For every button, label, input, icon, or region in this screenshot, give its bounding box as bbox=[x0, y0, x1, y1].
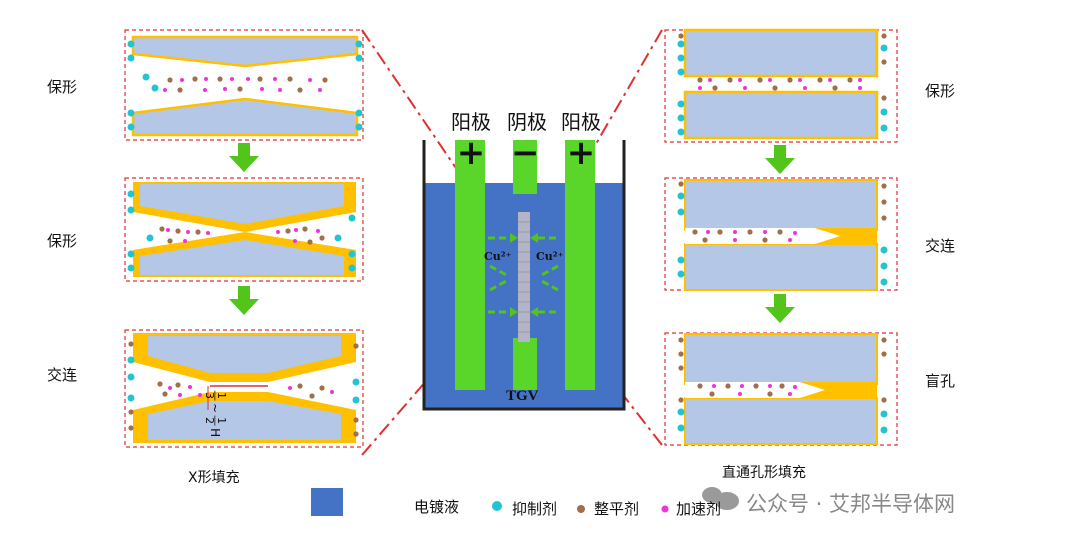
left-1-accelerators bbox=[163, 77, 322, 92]
left-1-suppressors bbox=[127, 40, 363, 131]
left-step-3-label: 交连 bbox=[47, 366, 78, 384]
left-step-1-panel bbox=[124, 29, 364, 141]
ratio-left: 1 — 3 bbox=[203, 390, 228, 401]
anode-left-electrode bbox=[455, 140, 485, 390]
left-step-1-label: 保形 bbox=[47, 78, 78, 96]
left-arrow-1 bbox=[229, 143, 259, 172]
right-step-2-label: 交连 bbox=[925, 237, 956, 255]
left-step-3-panel bbox=[124, 329, 364, 448]
anode-left-label: 阳极 bbox=[451, 110, 491, 134]
ion-left-label: Cu²⁺ bbox=[484, 250, 512, 263]
neck-ratio-annotation: 1 — 3 ~ 1 — 2 H bbox=[195, 390, 235, 440]
left-step-2-label: 保形 bbox=[47, 232, 78, 250]
right-arrow-2 bbox=[765, 294, 795, 323]
watermark-logo bbox=[702, 487, 739, 510]
legend-accelerator-dot bbox=[661, 505, 669, 513]
legend-suppressor-dot bbox=[492, 501, 502, 511]
minus-sign: − bbox=[511, 133, 540, 173]
legend-leveler-dot bbox=[577, 505, 585, 513]
right-caption: 直通孔形填充 bbox=[722, 465, 806, 481]
plating-cell bbox=[422, 140, 626, 411]
left-step-2-panel bbox=[124, 177, 364, 282]
right-step-3-panel bbox=[664, 332, 898, 446]
right-step-2-panel bbox=[664, 177, 898, 291]
ratio-sep: ~ bbox=[208, 403, 222, 414]
left-arrow-2 bbox=[229, 286, 259, 315]
ratio-right: 1 — 2 bbox=[203, 415, 228, 427]
legend-leveler-label: 整平剂 bbox=[594, 500, 640, 518]
ion-arrows bbox=[488, 236, 560, 314]
anode-right-electrode bbox=[565, 140, 595, 390]
right-arrow-1 bbox=[765, 145, 795, 174]
watermark-text: 公众号 · 艾邦半导体网 bbox=[746, 492, 956, 516]
right-step-1-panel bbox=[664, 28, 898, 143]
legend-electrolyte-swatch bbox=[311, 488, 343, 516]
anode-right-label: 阳极 bbox=[561, 110, 601, 134]
right-step-1-label: 保形 bbox=[925, 82, 956, 100]
legend-suppressor-label: 抑制剂 bbox=[512, 500, 558, 518]
legend-accelerator-label: 加速剂 bbox=[676, 500, 722, 518]
right-step-3-label: 盲孔 bbox=[925, 372, 956, 390]
tgv-label: TGV bbox=[506, 388, 539, 404]
plus-right-sign: + bbox=[566, 133, 596, 173]
left-caption: X形填充 bbox=[188, 470, 240, 486]
cathode-top-electrode bbox=[513, 140, 537, 194]
cathode-label: 阴极 bbox=[507, 110, 547, 134]
ratio-unit: H bbox=[208, 428, 222, 438]
ion-right-label: Cu²⁺ bbox=[536, 250, 564, 263]
cathode-bottom-electrode bbox=[513, 338, 537, 390]
plus-left-sign: + bbox=[456, 133, 486, 173]
legend-electrolyte-label: 电镀液 bbox=[414, 498, 460, 516]
left-1-levelers bbox=[167, 76, 328, 93]
tgv-sample bbox=[518, 212, 530, 342]
